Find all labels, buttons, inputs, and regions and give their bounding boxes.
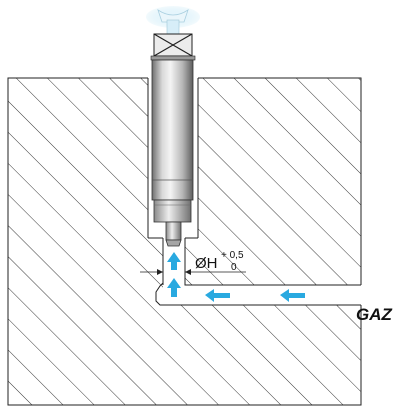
sensor-body [151, 59, 194, 201]
flow-label: GAZ [356, 305, 393, 324]
hex-nut-icon [150, 33, 196, 61]
hatched-block-right [185, 78, 361, 285]
cap-top-icon [157, 9, 189, 23]
dimension-annotation [140, 269, 246, 275]
hatched-block [8, 78, 361, 405]
cap-stem [166, 19, 180, 35]
block-outline-left [7, 77, 362, 406]
dimension-tolerance-upper: + 0,5 [221, 250, 244, 261]
dimension-symbol: ØH [195, 255, 218, 272]
block-outline-right [198, 77, 362, 285]
gas-channel [163, 285, 361, 305]
dimension-tolerance-lower: 0 [231, 262, 237, 273]
sensor-shoulder [153, 199, 192, 223]
probe-tip [165, 221, 182, 241]
probe-tip-end [165, 239, 182, 247]
arrow-icon [167, 252, 305, 302]
